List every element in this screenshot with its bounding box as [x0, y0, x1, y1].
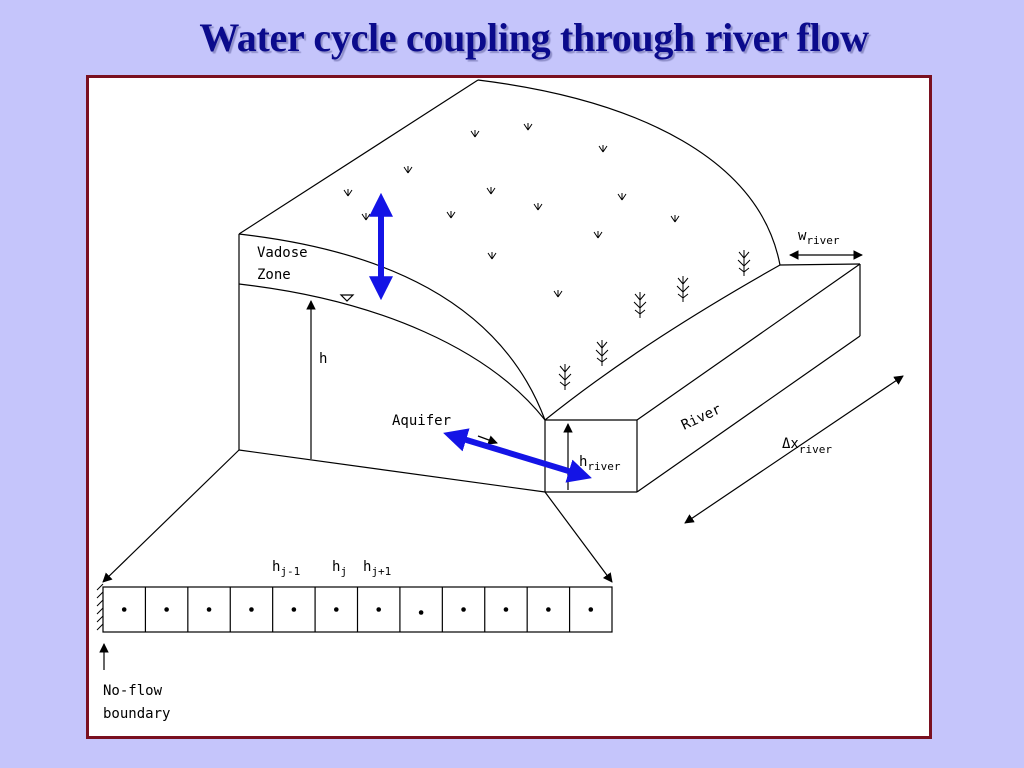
shrub-icon: [676, 276, 690, 302]
grid-node: [164, 607, 169, 612]
grid-node: [376, 607, 382, 612]
grid-node: [206, 607, 212, 612]
river-label: River: [679, 401, 724, 433]
grass-icon: [487, 252, 497, 260]
hj-label: hj: [332, 559, 347, 578]
vadose-label-line2: Zone: [257, 267, 291, 283]
grass-icon: [598, 145, 608, 153]
grid-node: [249, 607, 254, 612]
grass-icon: [553, 290, 563, 298]
hj-plus-label: hj+1: [363, 559, 391, 578]
grass-icon: [446, 211, 456, 219]
grass-icon: [403, 166, 413, 174]
aquifer-label: Aquifer: [392, 413, 451, 429]
dx-river-label: Δxriver: [782, 436, 832, 456]
projection-left-arrow: [102, 449, 240, 583]
water-table-symbol: [339, 294, 355, 302]
river-aquifer-exchange-arrow: [443, 428, 592, 483]
exchange-arrows: [369, 192, 592, 483]
slide-title: Water cycle coupling through river flow: [199, 15, 869, 60]
shrub-icon: [737, 250, 751, 276]
grass-icon: [361, 213, 371, 221]
grass-icon: [670, 215, 680, 223]
grid-node: [418, 610, 424, 615]
h-river-label: hriver: [579, 454, 621, 473]
grass-icon: [343, 189, 353, 197]
catchment-block: [238, 79, 861, 493]
grass-icon: [470, 130, 480, 138]
grid-node: [333, 607, 339, 612]
grass-icon: [533, 203, 543, 211]
water-table-line: [238, 283, 546, 421]
shrub-icon: [558, 364, 572, 390]
grid-node: [121, 607, 127, 612]
vadose-label-line1: Vadose: [257, 245, 308, 261]
grass-icon: [523, 123, 533, 131]
grass-icon: [486, 187, 496, 195]
hj-minus-label: hj-1: [272, 559, 300, 578]
w-river-label: wriver: [798, 228, 840, 247]
grid-node: [588, 607, 594, 612]
dimension-arrows: [99, 250, 904, 670]
grid-node: [503, 607, 509, 612]
h-label: h: [319, 351, 327, 367]
shrub-icon: [633, 292, 647, 318]
aquifer-grid: [96, 583, 613, 633]
grid-node: [461, 607, 466, 612]
grid-node: [546, 607, 551, 612]
noflow-label-line2: boundary: [103, 706, 170, 722]
grass-icon: [593, 231, 603, 239]
grass-icon: [617, 193, 627, 201]
shrub-icon: [595, 340, 609, 366]
noflow-label-line1: No-flow: [103, 683, 163, 699]
diagram-labels: Vadose Zone h Aquifer River wriver hrive…: [103, 228, 840, 722]
projection-right-arrow: [544, 491, 613, 583]
vegetation: [343, 123, 751, 390]
grid-node: [291, 607, 297, 612]
dx-river-arrow: [684, 375, 904, 524]
